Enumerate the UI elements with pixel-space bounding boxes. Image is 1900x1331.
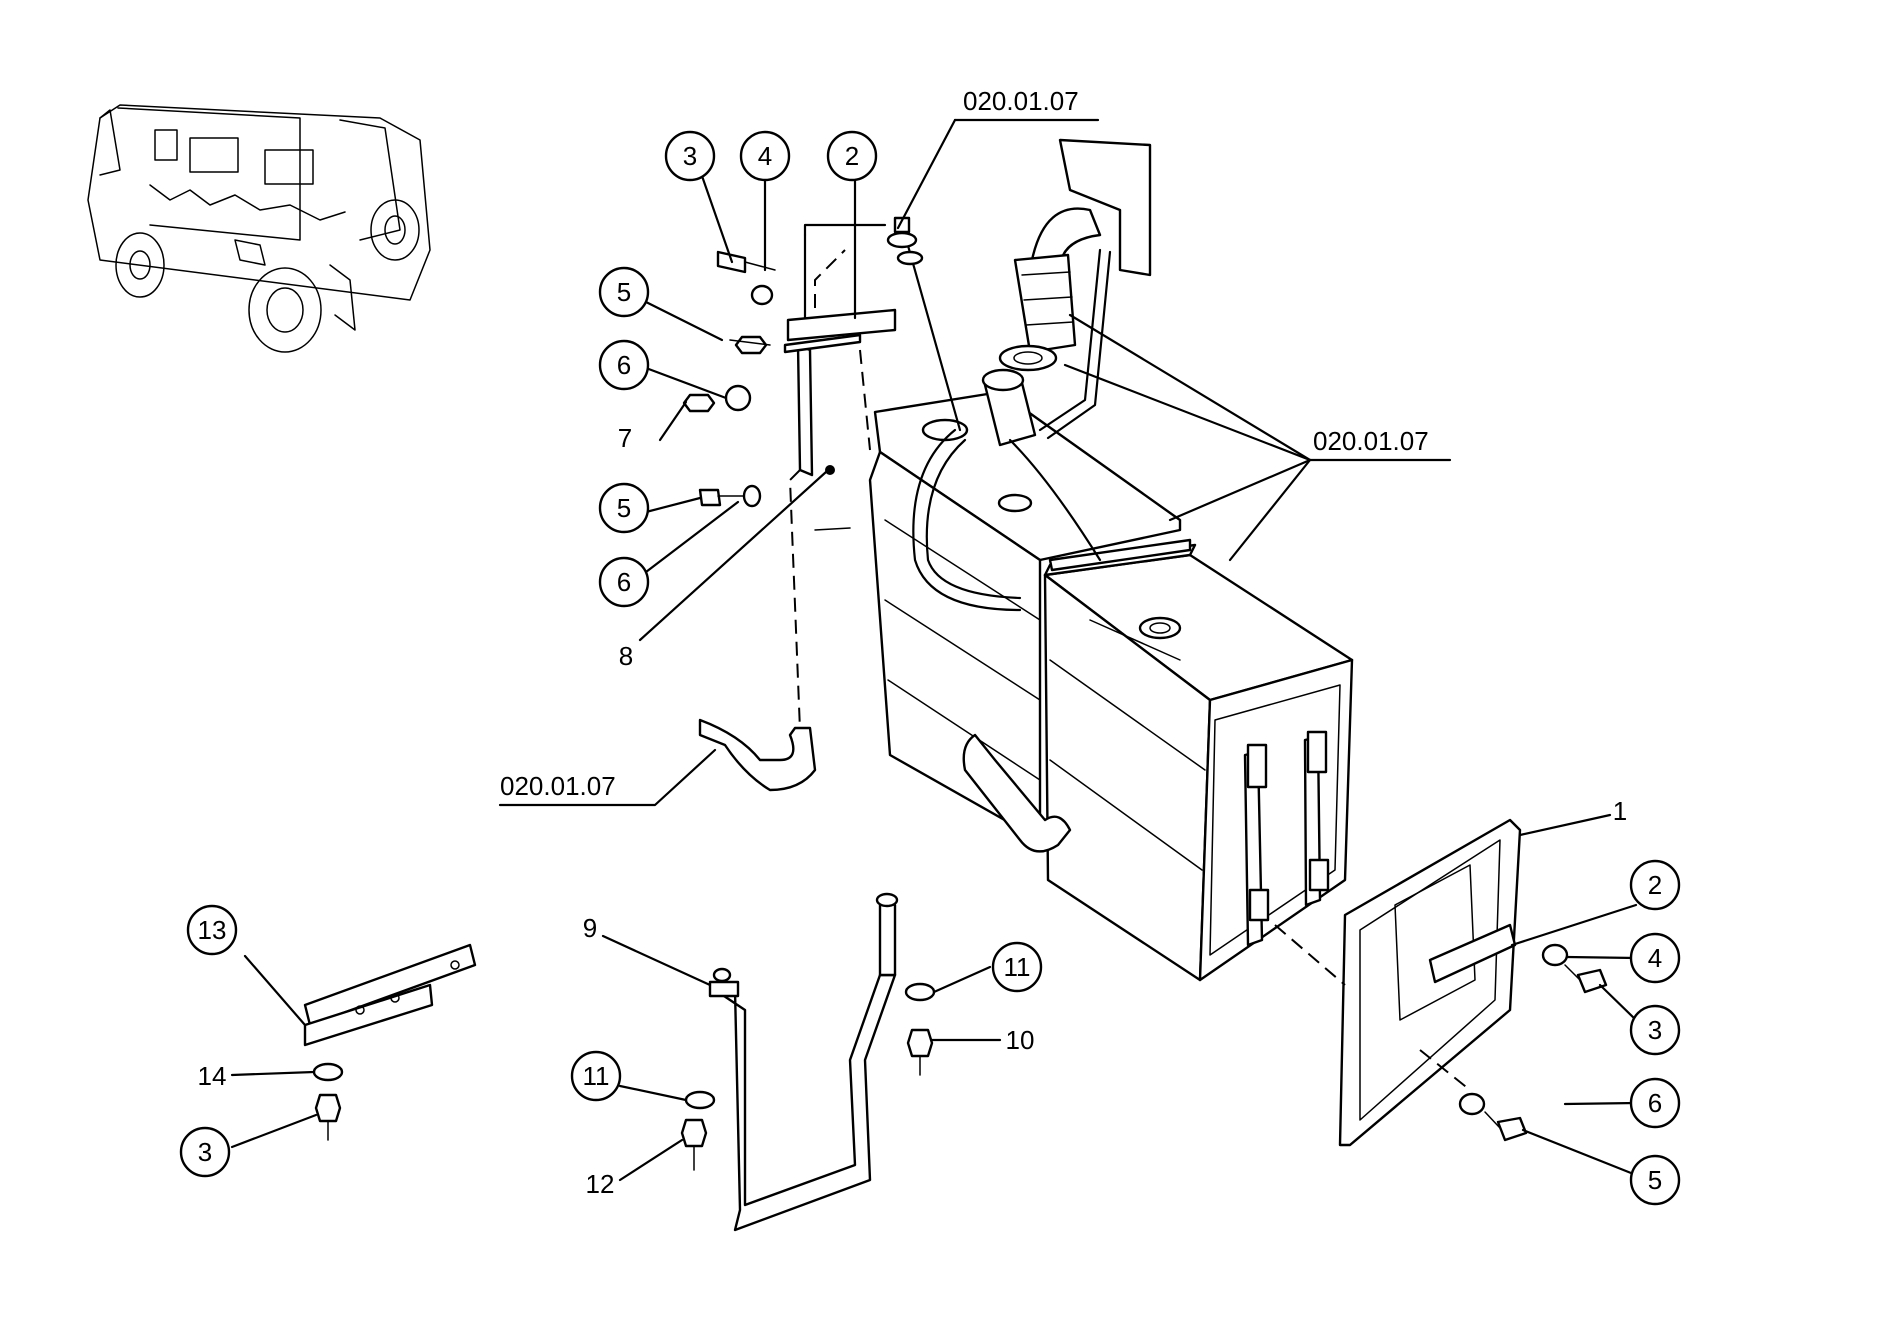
callout-14: 14 [198, 1061, 227, 1091]
svg-text:6: 6 [617, 350, 631, 380]
svg-text:1: 1 [1613, 796, 1627, 826]
svg-text:12: 12 [586, 1169, 615, 1199]
callout-11-a: 11 [991, 941, 1043, 993]
callout-8: 8 [619, 641, 633, 671]
callout-6-a: 6 [598, 339, 650, 391]
svg-text:5: 5 [617, 277, 631, 307]
filler-hose [998, 138, 1152, 440]
ref-label-filler-group: 020.01.07 [1313, 426, 1429, 456]
svg-text:11: 11 [1004, 952, 1031, 982]
callout-3-left: 3 [179, 1126, 231, 1178]
ref-label-hose-top: 020.01.07 [963, 86, 1079, 116]
vehicle-thumbnail [87, 104, 431, 353]
ref-label-hose-left: 020.01.07 [500, 771, 616, 801]
callout-3-top: 3 [664, 130, 716, 182]
callout-1: 1 [1613, 796, 1627, 826]
tank-strap [680, 892, 936, 1232]
callout-3-right: 3 [1629, 1004, 1681, 1056]
callout-6-right: 6 [1629, 1077, 1681, 1129]
guard-plate [1274, 818, 1608, 1147]
svg-text:7: 7 [618, 423, 632, 453]
callout-6-b: 6 [598, 556, 650, 608]
callout-5-right: 5 [1629, 1154, 1681, 1206]
callout-2-top: 2 [826, 130, 878, 182]
svg-text:3: 3 [1648, 1015, 1662, 1045]
callout-2-right: 2 [1629, 859, 1681, 911]
callout-11-b: 11 [570, 1050, 622, 1102]
svg-text:13: 13 [198, 915, 227, 945]
callout-5-b: 5 [598, 482, 650, 534]
callout-10: 10 [1006, 1025, 1035, 1055]
callout-12: 12 [586, 1169, 615, 1199]
svg-text:2: 2 [845, 141, 859, 171]
svg-text:14: 14 [198, 1061, 227, 1091]
fuel-tank [868, 368, 1354, 982]
svg-text:10: 10 [1006, 1025, 1035, 1055]
svg-text:11: 11 [583, 1061, 610, 1091]
svg-text:4: 4 [1648, 943, 1662, 973]
angle-bracket [303, 943, 477, 1141]
callout-13: 13 [186, 904, 238, 956]
svg-text:5: 5 [617, 493, 631, 523]
svg-text:4: 4 [758, 141, 772, 171]
svg-text:3: 3 [198, 1137, 212, 1167]
leader-lines [230, 118, 1638, 1182]
svg-text:9: 9 [583, 913, 597, 943]
svg-text:5: 5 [1648, 1165, 1662, 1195]
callout-9: 9 [583, 913, 597, 943]
svg-text:8: 8 [619, 641, 633, 671]
svg-text:3: 3 [683, 141, 697, 171]
svg-text:2: 2 [1648, 870, 1662, 900]
callout-7: 7 [618, 423, 632, 453]
svg-text:6: 6 [617, 567, 631, 597]
svg-text:6: 6 [1648, 1088, 1662, 1118]
callout-4-right: 4 [1629, 932, 1681, 984]
callout-5-a: 5 [598, 266, 650, 318]
callout-4-top: 4 [739, 130, 791, 182]
